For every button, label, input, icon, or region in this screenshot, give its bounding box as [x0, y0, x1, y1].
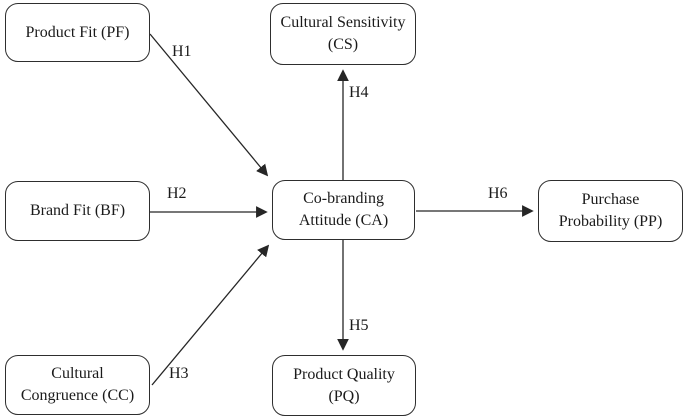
node-cultural-sensitivity-label-line1: Cultural Sensitivity [280, 14, 406, 31]
node-cobranding-attitude: Co-branding Attitude (CA) [272, 180, 415, 240]
edge-label-h5: H5 [349, 317, 369, 334]
node-purchase-probability-label-line2: Probability (PP) [558, 213, 663, 230]
edge-label-h1: H1 [172, 43, 192, 60]
node-cultural-sensitivity: Cultural Sensitivity (CS) [270, 3, 416, 65]
node-brand-fit-label: Brand Fit (BF) [29, 202, 126, 219]
edge-label-h6: H6 [488, 185, 508, 202]
node-cultural-congruence-label-line2: Congruence (CC) [20, 387, 135, 404]
node-cobranding-attitude-label-line2: Attitude (CA) [298, 212, 389, 229]
node-purchase-probability: Purchase Probability (PP) [538, 180, 683, 242]
node-product-fit-label: Product Fit (PF) [25, 23, 130, 41]
node-cultural-congruence-label-line1: Cultural [51, 365, 104, 382]
edge-label-h2: H2 [167, 185, 187, 202]
node-cultural-congruence: Cultural Congruence (CC) [5, 355, 150, 415]
node-product-quality-label-line1: Product Quality [293, 365, 395, 383]
node-product-quality-label-line2: (PQ) [328, 387, 360, 405]
node-cobranding-attitude-label-line1: Co-branding [303, 190, 384, 207]
node-brand-fit: Brand Fit (BF) [5, 181, 150, 241]
node-cultural-sensitivity-label-line2: (CS) [327, 36, 359, 53]
node-purchase-probability-label-line1: Purchase [581, 191, 640, 208]
edge-label-h3: H3 [169, 365, 189, 382]
edge-h1-arrow [149, 33, 269, 177]
edge-label-h4: H4 [349, 84, 369, 101]
node-product-fit: Product Fit (PF) [5, 3, 150, 62]
edge-h3-arrow [151, 244, 270, 386]
node-product-quality: Product Quality (PQ) [272, 355, 416, 416]
